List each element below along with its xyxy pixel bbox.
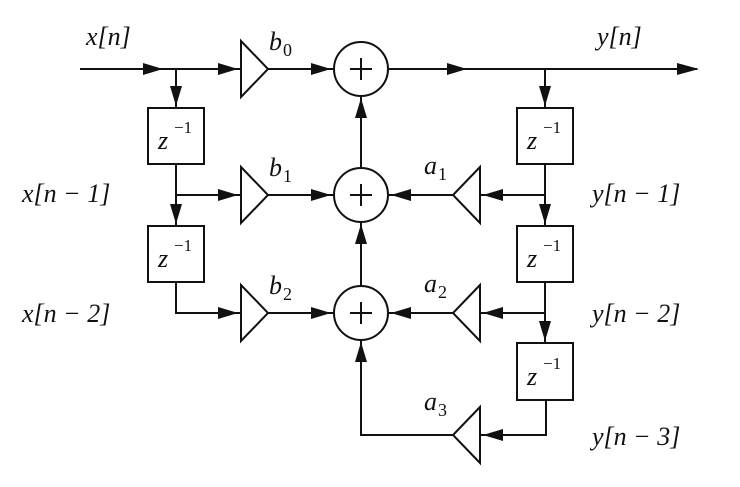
delay-label: z −1 [157, 236, 192, 273]
arrowhead [355, 224, 367, 244]
input-label: x[n] [85, 22, 131, 51]
x2-line [175, 282, 241, 314]
x-tap-label-1: x[n − 1] [21, 179, 110, 208]
arrowhead [391, 189, 411, 201]
arrowhead [311, 307, 331, 319]
arrowhead [539, 204, 551, 224]
delay-label: z −1 [526, 236, 561, 273]
svg-text:z: z [526, 126, 537, 155]
output-label: y[n] [594, 22, 642, 51]
svg-text:−1: −1 [543, 236, 561, 255]
svg-text:3: 3 [438, 400, 447, 420]
svg-text:0: 0 [283, 40, 292, 60]
gain-b2-icon [240, 282, 270, 344]
svg-text:a: a [424, 151, 437, 180]
arrowhead [539, 321, 551, 341]
svg-text:a: a [424, 269, 437, 298]
svg-text:−1: −1 [174, 236, 192, 255]
svg-text:−1: −1 [174, 118, 192, 137]
arrowhead [218, 189, 238, 201]
arrowhead [355, 98, 367, 118]
arrowhead [311, 189, 331, 201]
svg-text:2: 2 [438, 282, 447, 302]
delay-label: z −1 [157, 118, 192, 155]
svg-text:1: 1 [283, 166, 292, 186]
svg-text:1: 1 [438, 164, 447, 184]
gain-a2-icon [451, 282, 481, 344]
arrowhead [483, 429, 503, 441]
svg-text:z: z [157, 126, 168, 155]
arrowhead [218, 63, 238, 75]
delay-block-y2 [516, 225, 574, 283]
delay-label: z −1 [526, 118, 561, 155]
arrowhead [539, 86, 551, 106]
arrowhead [483, 307, 503, 319]
adder-bottom [333, 285, 389, 341]
arrowhead [677, 63, 699, 75]
svg-text:z: z [157, 244, 168, 273]
gain-a1-icon [451, 164, 481, 226]
arrowhead [483, 189, 503, 201]
arrowhead [447, 63, 467, 75]
adder-middle [333, 167, 389, 223]
gain-a3-icon [451, 404, 481, 466]
y-tap-label-3: y[n − 3] [589, 422, 680, 451]
delay-block-x1 [147, 107, 205, 165]
x-tap-label-2: x[n − 2] [21, 299, 110, 328]
a3-feedback-line [360, 340, 453, 436]
svg-text:z: z [526, 244, 537, 273]
arrowhead [170, 204, 182, 224]
svg-text:z: z [526, 362, 537, 391]
y3-line [480, 400, 547, 436]
svg-text:a: a [424, 387, 437, 416]
svg-text:b: b [269, 153, 282, 182]
arrowhead [355, 342, 367, 362]
arrowhead [218, 307, 238, 319]
arrowhead [143, 63, 163, 75]
svg-text:−1: −1 [543, 354, 561, 373]
svg-text:2: 2 [283, 284, 292, 304]
arrowhead [391, 307, 411, 319]
svg-text:b: b [269, 271, 282, 300]
adder-top [333, 41, 389, 97]
arrowhead [311, 63, 331, 75]
y-tap-label-2: y[n − 2] [589, 299, 680, 328]
gain-b1-icon [240, 164, 270, 226]
arrowhead [170, 86, 182, 106]
delay-label: z −1 [526, 354, 561, 391]
svg-text:b: b [269, 27, 282, 56]
gain-b0-icon [240, 38, 270, 100]
svg-text:−1: −1 [543, 118, 561, 137]
y-tap-label-1: y[n − 1] [589, 179, 680, 208]
